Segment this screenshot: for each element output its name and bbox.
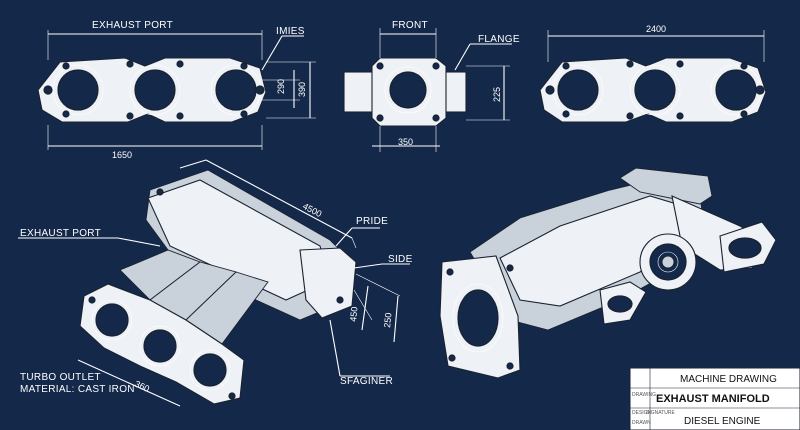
isometric-manifold-left (79, 169, 357, 405)
dim-250: 250 (382, 312, 394, 328)
label-sfaginer: SFAGINER (340, 376, 393, 387)
title-block-line2: EXHAUST MANIFOLD (656, 393, 770, 405)
dim-450: 450 (348, 306, 360, 322)
dim-2400: 2400 (646, 24, 666, 34)
label-pride: PRIDE (356, 216, 388, 227)
dim-350: 350 (398, 137, 413, 147)
label-turbo-outlet: TURBO OUTLET (20, 372, 101, 383)
title-block: MACHINE DRAWING EXHAUST MANIFOLD DIESEL … (629, 367, 800, 430)
top-right-dimensions (547, 30, 765, 62)
title-block-tiny3: SIGNATURE (646, 410, 675, 416)
label-imies: IMIES (276, 26, 305, 37)
title-block-line1: MACHINE DRAWING (680, 374, 777, 385)
dim-225: 225 (492, 87, 502, 102)
top-view-manifold-left (37, 57, 267, 123)
label-material: MATERIAL: CAST IRON (20, 384, 135, 395)
isometric-manifold-right (439, 167, 777, 379)
front-view-part (343, 57, 467, 127)
top-left-dimensions (47, 30, 316, 150)
label-exhaust-port-top: EXHAUST PORT (92, 20, 173, 31)
label-front: FRONT (392, 20, 428, 31)
title-block-tiny4: DRAWN (632, 420, 651, 426)
title-block-tiny1: DRAWING (632, 392, 656, 398)
label-side: SIDE (388, 254, 413, 265)
title-block-line3: DIESEL ENGINE (684, 416, 761, 427)
dim-290: 290 (276, 79, 286, 94)
title-block-tiny2: DESIGN (632, 410, 652, 416)
top-view-manifold-right (539, 57, 767, 123)
dim-1650: 1650 (112, 150, 132, 160)
label-exhaust-port-left: EXHAUST PORT (20, 228, 101, 239)
label-flange: FLANGE (478, 34, 520, 45)
isometric-left-leaders (18, 159, 410, 407)
front-view-dimensions (372, 28, 512, 152)
dim-390: 390 (297, 82, 307, 97)
